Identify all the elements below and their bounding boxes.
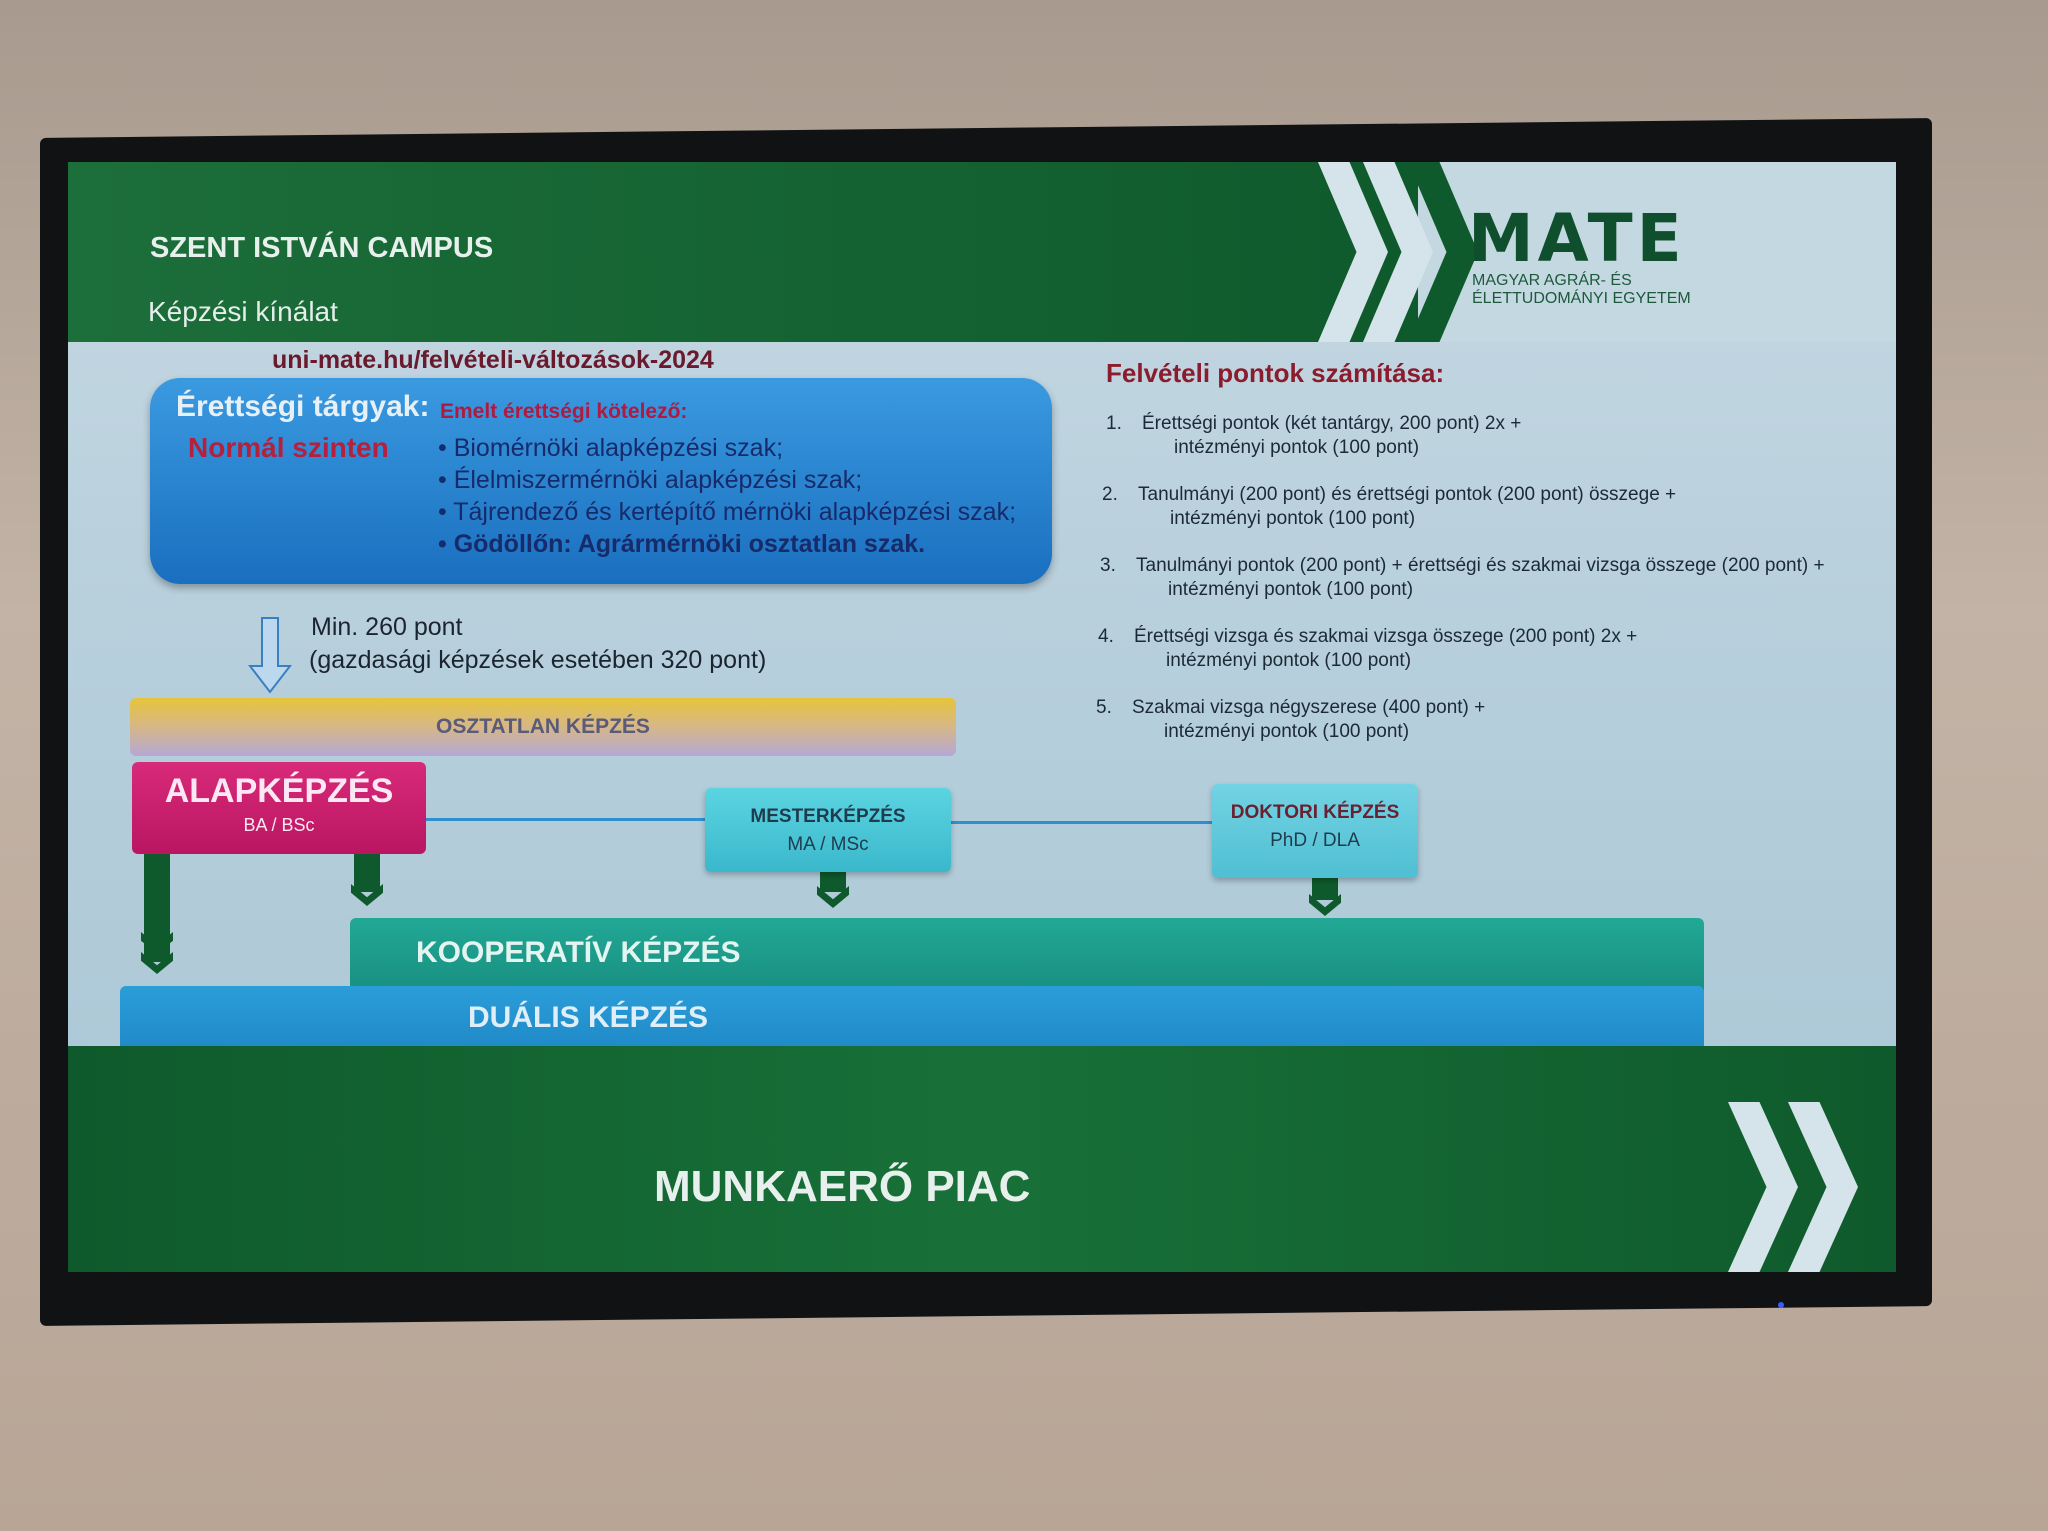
requirements-heading: Érettségi tárgyak: <box>176 390 430 423</box>
connector <box>1312 878 1338 900</box>
munkaero-piac: MUNKAERŐ PIAC <box>654 1162 1031 1211</box>
alapkepzes-box: ALAPKÉPZÉS BA / BSc <box>132 762 426 854</box>
points-item: 1.Érettségi pontok (két tantárgy, 200 po… <box>1106 413 1522 458</box>
osztatlan-bar: OSZTATLAN KÉPZÉS <box>130 698 956 756</box>
points-heading: Felvételi pontok számítása: <box>1106 358 1445 388</box>
arrow-line <box>426 818 705 821</box>
connector <box>354 852 380 892</box>
min-points: Min. 260 pont <box>311 613 463 641</box>
mesterkepzes-box: MESTERKÉPZÉS MA / MSc <box>705 788 951 872</box>
min-points-note: (gazdasági képzések esetében 320 pont) <box>309 646 767 674</box>
emelt-heading: Emelt érettségi kötelező: <box>440 400 688 423</box>
points-item: 3.Tanulmányi pontok (200 pont) + érettsé… <box>1100 555 1825 600</box>
points-item: 5.Szakmai vizsga négyszerese (400 pont) … <box>1096 697 1486 742</box>
points-item: 2.Tanulmányi (200 pont) és érettségi pon… <box>1102 484 1677 529</box>
logo-text: ÉLETTUDOMÁNYI EGYETEM <box>1472 290 1691 307</box>
arrow-line <box>951 821 1212 824</box>
connector <box>820 870 846 892</box>
slide-subtitle: Képzési kínálat <box>148 296 338 327</box>
power-led <box>1778 1302 1784 1308</box>
points-item: 4.Érettségi vizsga és szakmai vizsga öss… <box>1098 626 1638 671</box>
requirement-bullet: • Gödöllőn: Agrármérnöki osztatlan szak. <box>438 530 926 558</box>
down-arrow-icon <box>248 617 292 694</box>
campus-title: SZENT ISTVÁN CAMPUS <box>150 232 494 264</box>
mate-logo: MATE <box>1468 200 1686 277</box>
requirement-bullet: • Élelmiszermérnöki alapképzési szak; <box>438 466 863 494</box>
logo-area <box>1418 162 1896 342</box>
header-band <box>68 162 1418 342</box>
doktori-box: DOKTORI KÉPZÉS PhD / DLA <box>1212 784 1418 878</box>
info-url: uni-mate.hu/felvételi-változások-2024 <box>272 346 714 374</box>
requirement-bullet: • Tájrendező és kertépítő mérnöki alapké… <box>438 498 1017 526</box>
requirement-bullet: • Biomérnöki alapképzési szak; <box>438 434 784 462</box>
requirements-box <box>150 378 1052 584</box>
footer-band <box>68 1046 1896 1272</box>
logo-text: MAGYAR AGRÁR- ÉS <box>1472 272 1632 289</box>
slide: SZENT ISTVÁN CAMPUS Képzési kínálat MATE… <box>68 162 1896 1272</box>
requirements-level: Normál szinten <box>188 432 389 463</box>
